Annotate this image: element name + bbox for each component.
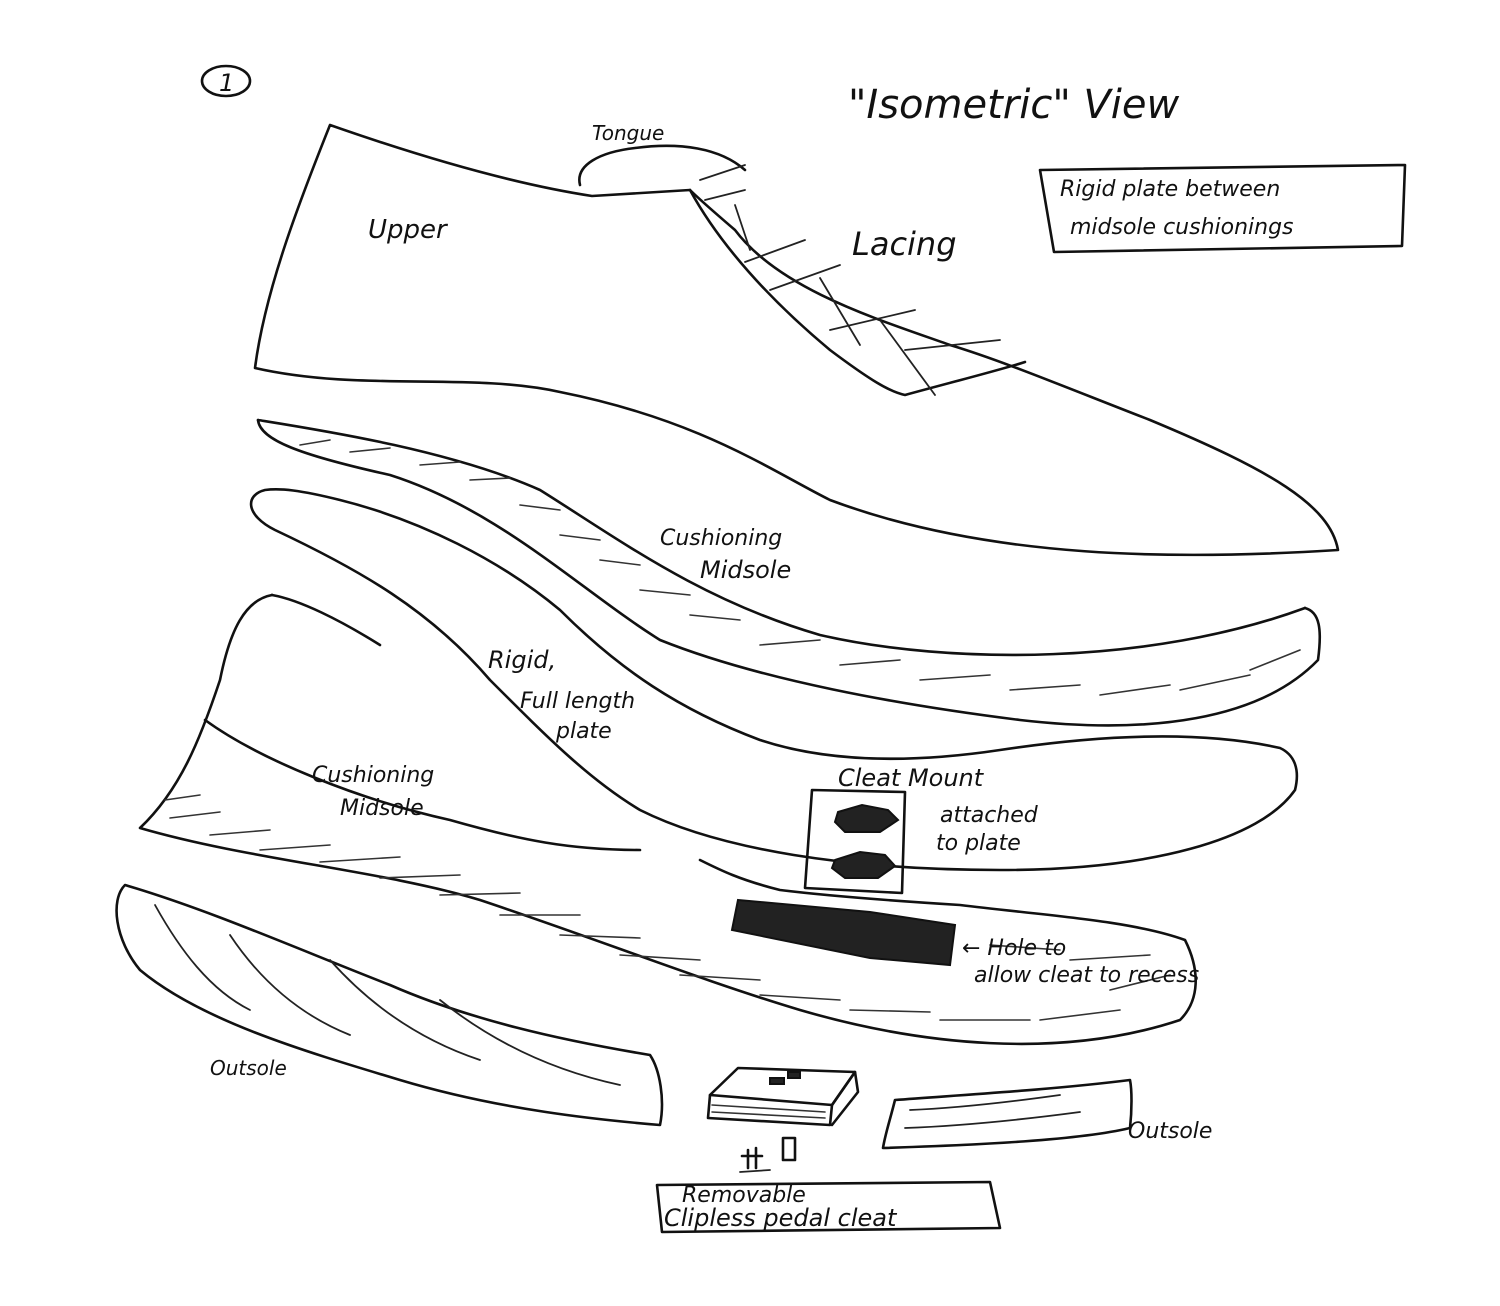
cleat-box-line-1: Removable <box>682 1183 806 1208</box>
plate-label-1: Rigid, <box>488 646 556 674</box>
outsole-left-label: Outsole <box>210 1056 287 1080</box>
upper-label: Upper <box>368 215 449 245</box>
cleat-mount-label-2: attached <box>940 803 1039 828</box>
top-midsole-label-1: Cushioning <box>660 526 782 551</box>
page-number: 1 <box>200 64 252 98</box>
cleat-mount: Cleat Mount attached to plate <box>803 764 1039 895</box>
page-number-text: 1 <box>219 69 234 97</box>
outsole-right-label: Outsole <box>1128 1119 1212 1144</box>
cleat-box-line-2: Clipless pedal cleat <box>664 1204 898 1232</box>
tongue-label: Tongue <box>592 121 664 145</box>
left-outsole: Outsole <box>115 883 664 1127</box>
hole-label-2: allow cleat to recess <box>974 963 1199 988</box>
plate-label-3: plate <box>555 719 612 744</box>
note-line-1: Rigid plate between <box>1060 177 1280 202</box>
rigid-plate: Rigid, Full length plate <box>249 488 1299 872</box>
hole-label-1: ← Hole to <box>962 936 1066 961</box>
top-cushioning-midsole: Cushioning Midsole <box>256 418 1322 727</box>
lacing-label: Lacing <box>852 225 957 263</box>
bottom-midsole-label-1: Cushioning <box>312 763 434 788</box>
bottom-cushioning-midsole: Cushioning Midsole ← Hole to allow cleat… <box>138 593 1199 1046</box>
upper-part: Tongue Upper Lacing <box>253 121 1340 557</box>
cleat-mount-label-1: Cleat Mount <box>838 764 985 792</box>
cleat-mount-label-3: to plate <box>936 831 1021 856</box>
note-box: Rigid plate between midsole cushionings <box>1038 163 1407 254</box>
diagram-title: "Isometric" View <box>848 82 1180 128</box>
note-line-2: midsole cushionings <box>1070 215 1294 240</box>
bottom-midsole-label-2: Midsole <box>340 796 424 821</box>
top-midsole-label-2: Midsole <box>700 556 791 584</box>
right-outsole: Outsole <box>881 1078 1212 1150</box>
removable-cleat: Removable Clipless pedal cleat <box>655 1066 1002 1234</box>
plate-label-2: Full length <box>520 689 635 714</box>
